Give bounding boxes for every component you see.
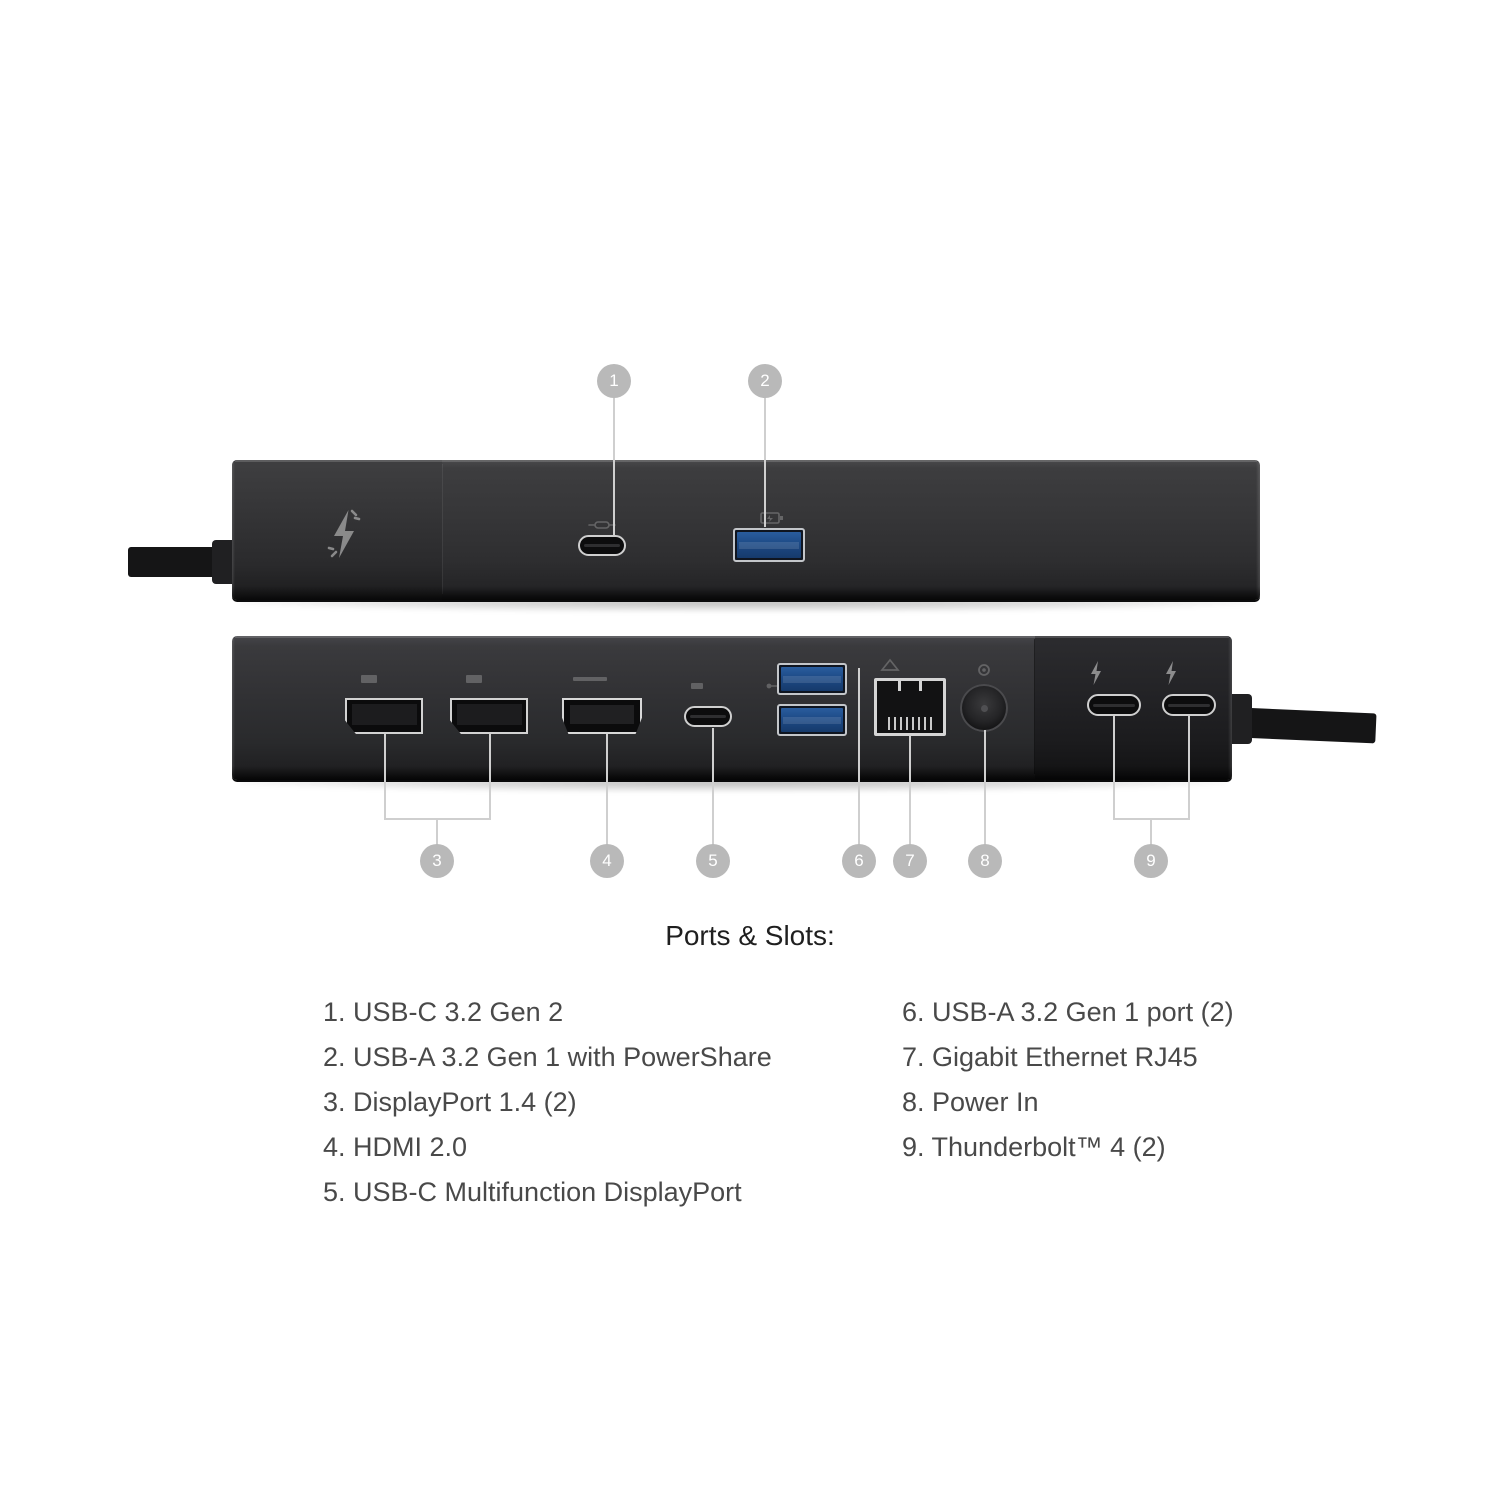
rear-dock-surface-shadow [240,780,1226,792]
callout-6: 6 [842,844,876,878]
usb-c-tongue [1168,703,1210,707]
list-item: 1. USB-C 3.2 Gen 2 [323,997,564,1027]
power-in-silkscreen-icon [976,662,992,678]
usb-a-blue-insert [781,708,843,732]
leader-line-5 [712,728,714,846]
ethernet-silkscreen-icon [878,658,902,674]
usb-a-blue-insert [737,532,801,558]
hdmi-cavity [570,705,634,724]
port-rj45-ethernet[interactable] [874,678,946,736]
leader-line-6 [858,668,860,846]
list-item: 2. USB-A 3.2 Gen 1 with PowerShare [323,1042,772,1072]
port-usb-c-front[interactable] [578,535,626,556]
dock-rear-right-edge [1228,638,1232,778]
callout-3: 3 [420,844,454,878]
ports-and-slots-heading: Ports & Slots: [665,920,835,951]
dock-front-top-highlight [235,460,1257,462]
leader-line-1 [613,397,615,537]
thunderbolt-logo-icon [325,508,363,560]
dock-rear-top-highlight [235,636,1229,638]
list-item: 7. Gigabit Ethernet RJ45 [902,1042,1198,1072]
list-item: 3. DisplayPort 1.4 (2) [323,1087,577,1117]
displayport-cavity [457,704,522,725]
port-power-in[interactable] [960,684,1008,732]
dock-front-left-edge [232,462,235,598]
port-usb-a-1[interactable] [777,663,847,695]
leader-line-7 [909,736,911,846]
port-usb-c-multifunction-displayport[interactable] [684,706,732,727]
usb-c-multifunction-silkscreen-icon [687,680,707,692]
callout-4: 4 [590,844,624,878]
list-item: 6. USB-A 3.2 Gen 1 port (2) [902,997,1234,1027]
leader-line-3-branch-a [384,734,386,820]
dock-front-endcap-panel [232,460,442,600]
rj45-latch-slot [898,678,922,691]
ports-list-left-column: 1. USB-C 3.2 Gen 2 2. USB-A 3.2 Gen 1 wi… [283,990,772,1215]
callout-8: 8 [968,844,1002,878]
port-displayport-2[interactable] [450,698,528,734]
list-item: 5. USB-C Multifunction DisplayPort [323,1177,742,1207]
dock-rear-chassis [232,636,1232,780]
port-thunderbolt-4-1[interactable] [1087,694,1141,716]
leader-line-3-branch-b [489,734,491,820]
callout-5: 5 [696,844,730,878]
list-item: 8. Power In [902,1087,1039,1117]
powershare-silkscreen-icon [759,510,785,526]
thunderbolt-silkscreen-icon-1 [1087,660,1105,686]
dock-rear-bottom-shade [232,766,1232,780]
dock-front-right-edge [1256,462,1260,598]
leader-line-9-stem [1150,818,1152,846]
leader-line-9-branch-a [1113,716,1115,820]
usb-c-tongue [584,544,620,547]
dock-front-chassis [232,460,1260,600]
port-hdmi[interactable] [562,698,642,734]
usb-c-tongue [690,715,726,718]
front-dock-surface-shadow [240,600,1254,612]
usb-a-blue-insert [781,667,843,691]
rj45-contact-pins [887,717,933,730]
leader-line-8 [984,730,986,846]
leader-line-2 [764,397,766,527]
port-usb-a-2[interactable] [777,704,847,736]
port-displayport-1[interactable] [345,698,423,734]
dock-rear-left-edge [232,638,235,778]
ports-list-right-column: 6. USB-A 3.2 Gen 1 port (2) 7. Gigabit E… [862,990,1234,1170]
leader-line-9-branch-b [1188,716,1190,820]
thunderbolt-silkscreen-icon-2 [1162,660,1180,686]
callout-7: 7 [893,844,927,878]
displayport-silkscreen-icon-1 [358,673,380,685]
usb-c-tongue [1093,703,1135,707]
dock-rear-panel-seam [1034,639,1035,774]
port-usb-a-powershare[interactable] [733,528,805,562]
leader-line-3-stem [436,818,438,846]
list-item: 4. HDMI 2.0 [323,1132,468,1162]
list-item: 9. Thunderbolt™ 4 (2) [902,1132,1166,1162]
hdmi-silkscreen-icon [572,674,608,684]
port-thunderbolt-4-2[interactable] [1162,694,1216,716]
callout-1: 1 [597,364,631,398]
callout-9: 9 [1134,844,1168,878]
leader-line-4 [606,734,608,846]
dock-front-bottom-shade [232,586,1260,600]
callout-2: 2 [748,364,782,398]
displayport-silkscreen-icon-2 [463,673,485,685]
dock-front-panel-seam [442,464,443,594]
displayport-cavity [352,704,417,725]
